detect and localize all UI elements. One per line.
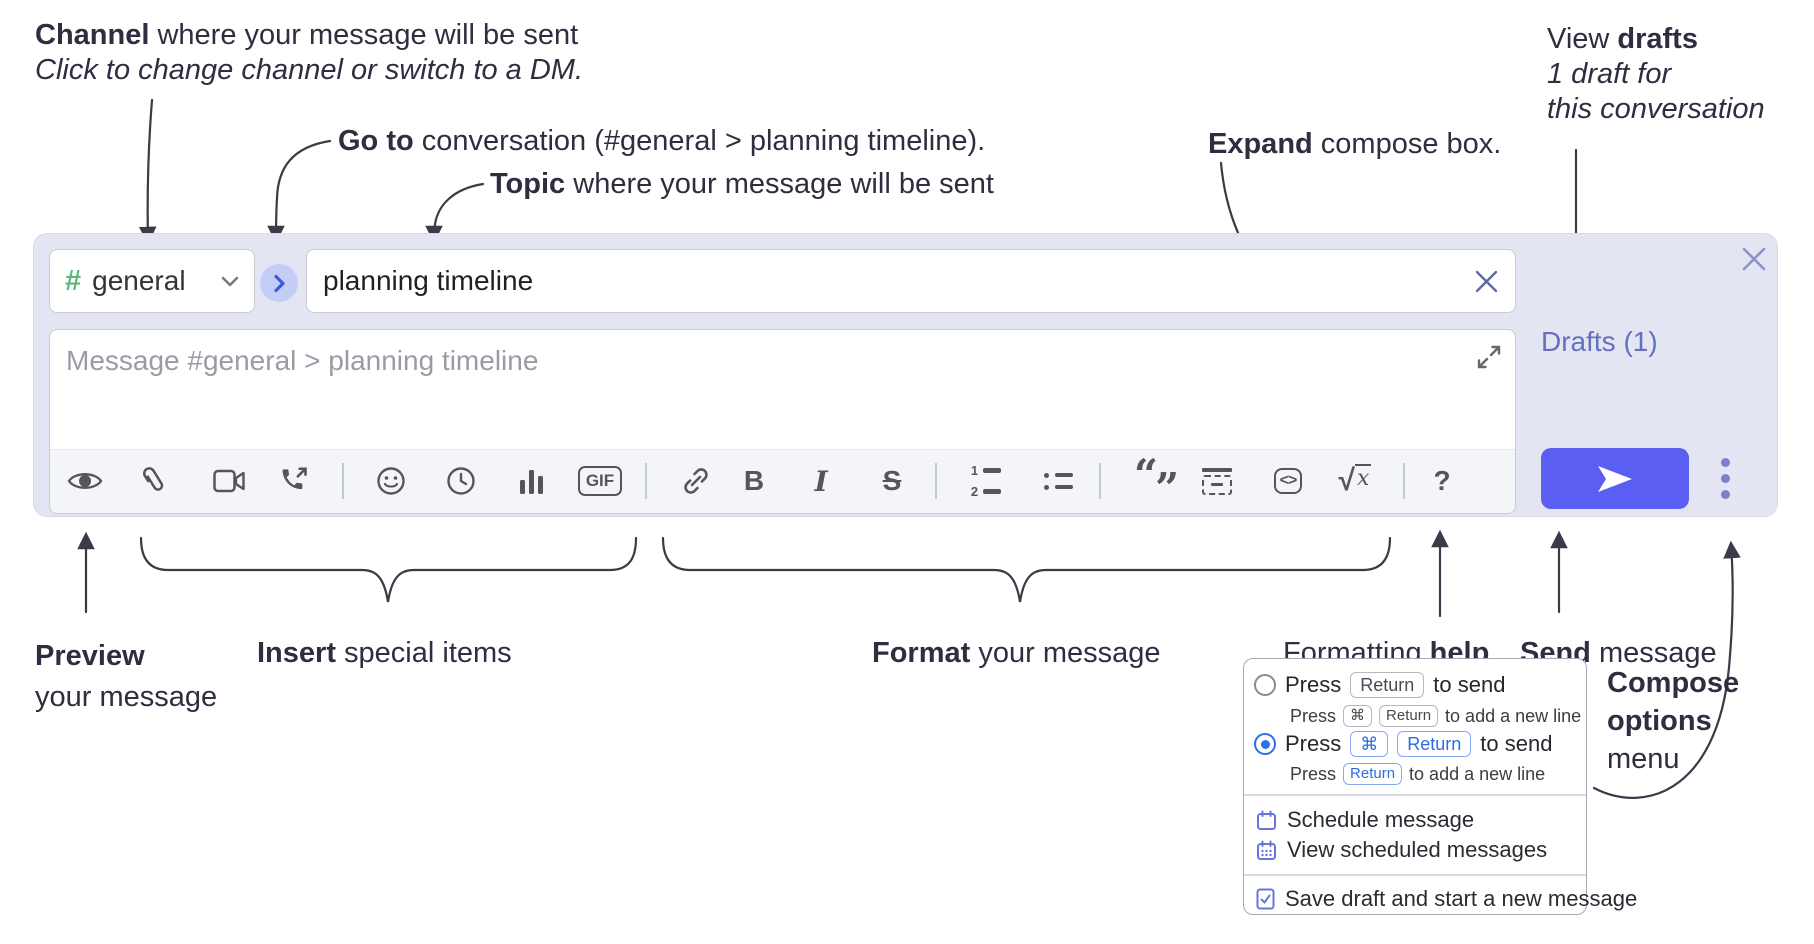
toolbar-divider <box>935 463 937 499</box>
topic-input[interactable]: planning timeline <box>306 249 1516 313</box>
toolbar-divider <box>1403 463 1405 499</box>
calendar-grid-icon <box>1257 840 1276 860</box>
message-input[interactable]: Message #general > planning timeline <box>49 329 1516 514</box>
channel-selector[interactable]: # general <box>49 249 255 313</box>
radio-unselected-icon[interactable] <box>1254 674 1276 696</box>
toolbar-divider <box>1099 463 1101 499</box>
radio-selected-icon[interactable] <box>1254 733 1276 755</box>
quote-icon[interactable]: “” <box>1133 449 1179 513</box>
clear-topic-icon[interactable] <box>1474 269 1499 294</box>
save-draft-item[interactable]: Save draft and start a new message <box>1256 886 1637 912</box>
schedule-message-item[interactable]: Schedule message <box>1256 807 1474 833</box>
format-note: Format your message <box>872 637 1161 669</box>
go-to-conversation-button[interactable] <box>260 264 298 302</box>
close-compose-icon[interactable] <box>1737 242 1771 276</box>
send-option-return[interactable]: Press Return to send <box>1254 672 1505 698</box>
insert-note: Insert special items <box>257 637 512 669</box>
expand-compose-icon[interactable] <box>1476 344 1502 370</box>
channel-note: Channel where your message will be sent … <box>35 19 584 86</box>
compose-options-note: Compose options menu <box>1607 667 1740 775</box>
strikethrough-icon[interactable]: S <box>882 465 902 496</box>
math-icon[interactable]: √x <box>1338 464 1372 497</box>
drafts-link[interactable]: Drafts (1) <box>1541 326 1658 357</box>
topic-note: Topic where your message will be sent <box>490 168 994 200</box>
send-button[interactable] <box>1541 448 1689 509</box>
emoji-icon[interactable] <box>369 459 413 503</box>
link-icon[interactable] <box>674 459 718 503</box>
calendar-icon <box>1257 810 1276 830</box>
compose-options-icon[interactable] <box>1717 458 1733 499</box>
send-icon <box>1598 465 1632 492</box>
compose-toolbar: GIF B I S 1 2 <box>50 449 1515 513</box>
expand-note: Expand compose box. <box>1208 128 1502 160</box>
bold-icon[interactable]: B <box>743 465 765 496</box>
channel-hash-icon: # <box>65 264 82 297</box>
video-call-icon[interactable] <box>207 459 251 503</box>
gif-icon[interactable]: GIF <box>577 459 623 503</box>
send-options-popup: Press Return to send Press ⌘ Return to a… <box>1243 658 1637 915</box>
send-option-cmd-return-sub: Press Return to add a new line <box>1290 763 1546 785</box>
send-option-cmd-return[interactable]: Press ⌘ Return to send <box>1254 731 1552 757</box>
message-placeholder: Message #general > planning timeline <box>66 345 539 376</box>
poll-icon[interactable] <box>510 459 554 503</box>
view-scheduled-messages-item[interactable]: View scheduled messages <box>1256 837 1547 863</box>
send-option-return-sub: Press ⌘ Return to add a new line <box>1290 705 1582 727</box>
schedule-time-icon[interactable] <box>439 459 483 503</box>
topic-value: planning timeline <box>323 265 534 296</box>
italic-icon[interactable]: I <box>814 464 828 498</box>
popup-divider <box>1244 874 1586 876</box>
goto-note: Go to conversation (#general > planning … <box>338 125 986 157</box>
code-icon[interactable]: <> <box>1266 459 1310 503</box>
formatting-help-icon[interactable]: ? <box>1433 465 1451 496</box>
popup-divider <box>1244 794 1586 796</box>
compose-box: # general planning timeline Message #gen… <box>33 233 1778 517</box>
spoiler-icon[interactable] <box>1195 459 1239 503</box>
preview-icon[interactable] <box>63 459 107 503</box>
toolbar-divider <box>645 463 647 499</box>
bulleted-list-icon[interactable] <box>1036 459 1080 503</box>
save-draft-icon <box>1256 888 1275 910</box>
chevron-down-icon <box>221 276 239 286</box>
chevron-right-icon <box>273 274 285 292</box>
numbered-list-icon[interactable]: 1 2 <box>964 459 1008 503</box>
view-drafts-note: View drafts 1 draft for this conversatio… <box>1547 23 1765 125</box>
attach-file-icon[interactable] <box>132 459 176 503</box>
preview-note: Preview your message <box>35 640 218 713</box>
channel-name: general <box>92 265 186 296</box>
voice-call-icon[interactable] <box>273 459 317 503</box>
toolbar-divider <box>342 463 344 499</box>
